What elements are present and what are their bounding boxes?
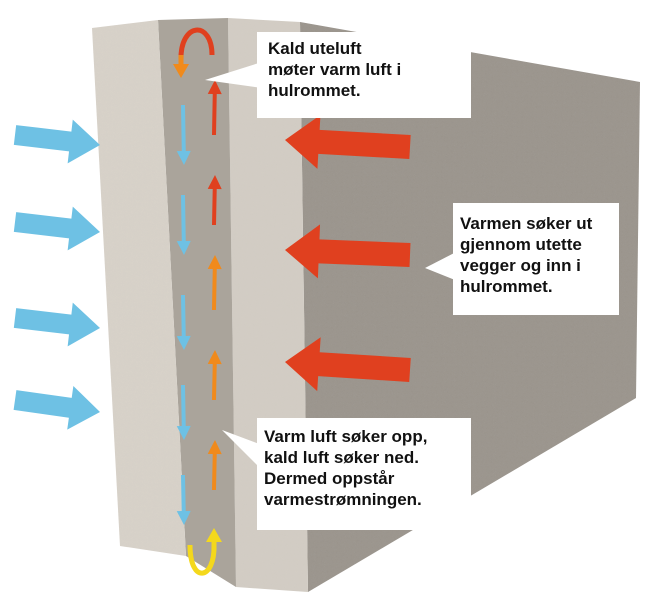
callout-line: Dermed oppstår <box>264 469 395 488</box>
down-arrow-icon <box>176 104 191 165</box>
callout-line: varmestrømningen. <box>264 490 422 509</box>
up-arrow-icon <box>207 255 222 311</box>
cold-air-arrow-icon <box>13 386 101 430</box>
up-arrow-icon <box>207 440 222 491</box>
callout-line: vegger og inn i <box>460 256 581 275</box>
up-arrow-icon <box>207 175 222 226</box>
up-arrow-icon <box>207 80 222 136</box>
callout-line: Kald uteluft <box>268 39 362 58</box>
callout-line: hulrommet. <box>268 81 361 100</box>
callout-line: gjennom utette <box>460 235 582 254</box>
warm-air-arrow-icon <box>285 224 411 279</box>
down-arrow-icon <box>176 384 191 440</box>
callout-right: Varmen søker ut gjennom utette vegger og… <box>460 213 592 297</box>
outer-panel <box>92 20 186 556</box>
callout-line: kald luft søker ned. <box>264 448 419 467</box>
down-arrow-icon <box>176 194 191 255</box>
down-arrow-icon <box>176 294 191 350</box>
callout-line: hulrommet. <box>460 277 553 296</box>
top-loop-arrowhead-icon <box>173 55 189 78</box>
cold-air-arrow-icon <box>13 302 100 347</box>
callout-bottom: Varm luft søker opp, kald luft søker ned… <box>264 426 427 510</box>
warm-air-arrow-icon <box>285 114 411 169</box>
top-loop-arrow-icon <box>178 27 215 61</box>
callout-top: Kald uteluft møter varm luft i hulrommet… <box>268 38 401 101</box>
down-arrow-icon <box>176 474 191 525</box>
bottom-loop-arrowhead-icon <box>206 528 222 550</box>
callout-line: Varmen søker ut <box>460 214 593 233</box>
bottom-loop-arrow-icon <box>187 544 217 576</box>
callout-pointers <box>205 32 619 530</box>
callout-line: møter varm luft i <box>268 60 402 79</box>
warm-air-arrow-icon <box>285 337 411 392</box>
up-arrow-icon <box>207 350 222 401</box>
callout-line: Varm luft søker opp, <box>264 427 428 446</box>
cold-air-arrow-icon <box>13 206 100 251</box>
cold-air-arrow-icon <box>13 119 100 164</box>
